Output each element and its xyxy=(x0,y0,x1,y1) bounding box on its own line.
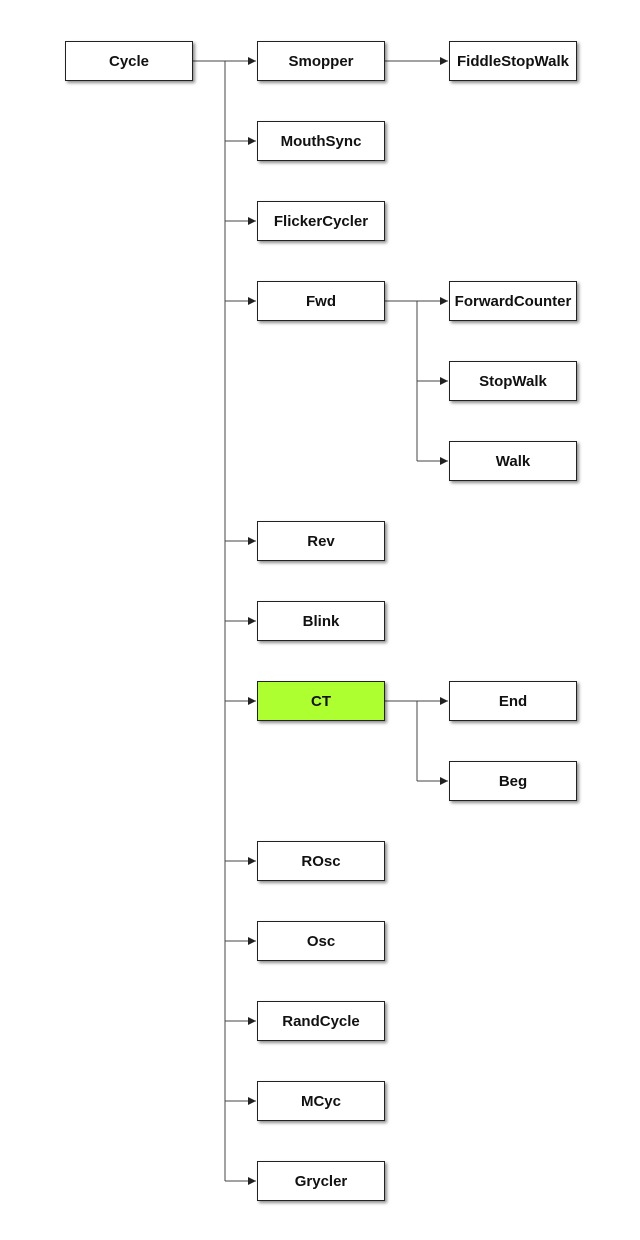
node-blink[interactable]: Blink xyxy=(257,601,385,641)
node-label: Osc xyxy=(306,932,336,950)
node-label: Fwd xyxy=(306,292,336,310)
node-smopper[interactable]: Smopper xyxy=(257,41,385,81)
node-label: Grycler xyxy=(294,1172,348,1190)
node-end[interactable]: End xyxy=(449,681,577,721)
node-mcyc[interactable]: MCyc xyxy=(257,1081,385,1121)
node-grycler[interactable]: Grycler xyxy=(257,1161,385,1201)
node-walk[interactable]: Walk xyxy=(449,441,577,481)
node-fwd[interactable]: Fwd xyxy=(257,281,385,321)
node-osc[interactable]: Osc xyxy=(257,921,385,961)
node-label: Rev xyxy=(307,532,335,550)
node-label: Blink xyxy=(302,612,340,630)
node-label: MouthSync xyxy=(280,132,362,150)
node-forward-counter[interactable]: ForwardCounter xyxy=(449,281,577,321)
node-label: FiddleStopWalk xyxy=(457,52,569,70)
node-flicker-cycler[interactable]: FlickerCycler xyxy=(257,201,385,241)
node-label: ForwardCounter xyxy=(454,292,572,310)
node-label: Cycle xyxy=(108,52,150,70)
node-label: Walk xyxy=(495,452,531,470)
node-stop-walk[interactable]: StopWalk xyxy=(449,361,577,401)
node-rosc[interactable]: ROsc xyxy=(257,841,385,881)
node-rand-cycle[interactable]: RandCycle xyxy=(257,1001,385,1041)
node-ct[interactable]: CT xyxy=(257,681,385,721)
node-label: StopWalk xyxy=(479,372,547,390)
node-label: CT xyxy=(311,692,331,710)
node-label: RandCycle xyxy=(282,1012,360,1030)
node-mouth-sync[interactable]: MouthSync xyxy=(257,121,385,161)
node-rev[interactable]: Rev xyxy=(257,521,385,561)
node-label: MCyc xyxy=(300,1092,341,1110)
node-fiddle-stop-walk[interactable]: FiddleStopWalk xyxy=(449,41,577,81)
node-label: FlickerCycler xyxy=(273,212,369,230)
node-label: Smopper xyxy=(288,52,354,70)
node-beg[interactable]: Beg xyxy=(449,761,577,801)
node-label: Beg xyxy=(498,772,528,790)
node-cycle[interactable]: Cycle xyxy=(65,41,193,81)
node-label: End xyxy=(498,692,528,710)
node-label: ROsc xyxy=(301,852,341,870)
